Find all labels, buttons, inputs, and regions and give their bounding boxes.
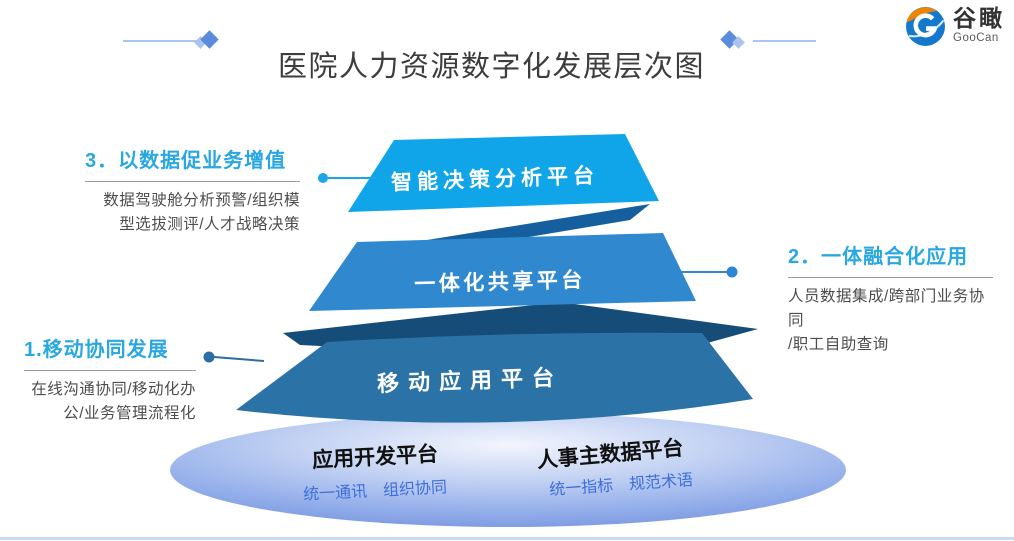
annotation-body: 人员数据集成/跨部门业务协同 /职工自助查询 [788, 288, 985, 354]
layer2-shape [309, 233, 696, 311]
connector-middle [679, 266, 738, 278]
feature-item: 统一指标 [548, 477, 614, 499]
logo-text: 谷瞰 GooCan [953, 5, 1005, 45]
feature-item: 规范术语 [628, 471, 694, 494]
title-left-line [123, 40, 198, 42]
logo-name: 谷瞰 [953, 5, 1005, 31]
connector-bottom [203, 351, 265, 363]
connector-top [318, 173, 376, 183]
annotation-body: 数据驾驶舱分析预警/组织模 型选拔测评/人才战略决策 [103, 192, 300, 234]
annotation-integration: 2．一体融合化应用 人员数据集成/跨部门业务协同 /职工自助查询 [788, 240, 993, 357]
base-ellipse [170, 413, 846, 527]
annotation-mobile: 1.移动协同发展 在线沟通协同/移动化办 公/业务管理流程化 [24, 333, 196, 426]
feature-item: 统一通讯 [302, 483, 368, 504]
annotation-heading: 2．一体融合化应用 [788, 246, 969, 268]
annotation-heading: 3．以数据促业务增值 [85, 150, 287, 172]
page-title: 医院人力资源数字化发展层次图 [278, 51, 706, 84]
goocan-logo: 谷瞰 GooCan [905, 5, 1005, 47]
annotation-divider [788, 277, 993, 278]
layer3-shape [236, 332, 753, 423]
annotation-data-value: 3．以数据促业务增值 数据驾驶舱分析预警/组织模 型选拔测评/人才战略决策 [85, 144, 300, 237]
annotation-heading: 1.移动协同发展 [24, 339, 169, 361]
bottom-divider-line [0, 537, 1014, 540]
annotation-divider [24, 370, 196, 371]
goocan-logo-icon [906, 7, 945, 46]
logo-latin: GooCan [953, 32, 999, 45]
annotation-body: 在线沟通协同/移动化办 公/业务管理流程化 [31, 381, 196, 423]
title-right-line [753, 40, 816, 42]
layer1-shape [348, 134, 659, 212]
annotation-divider [85, 181, 300, 182]
feature-item: 组织协同 [382, 479, 448, 500]
